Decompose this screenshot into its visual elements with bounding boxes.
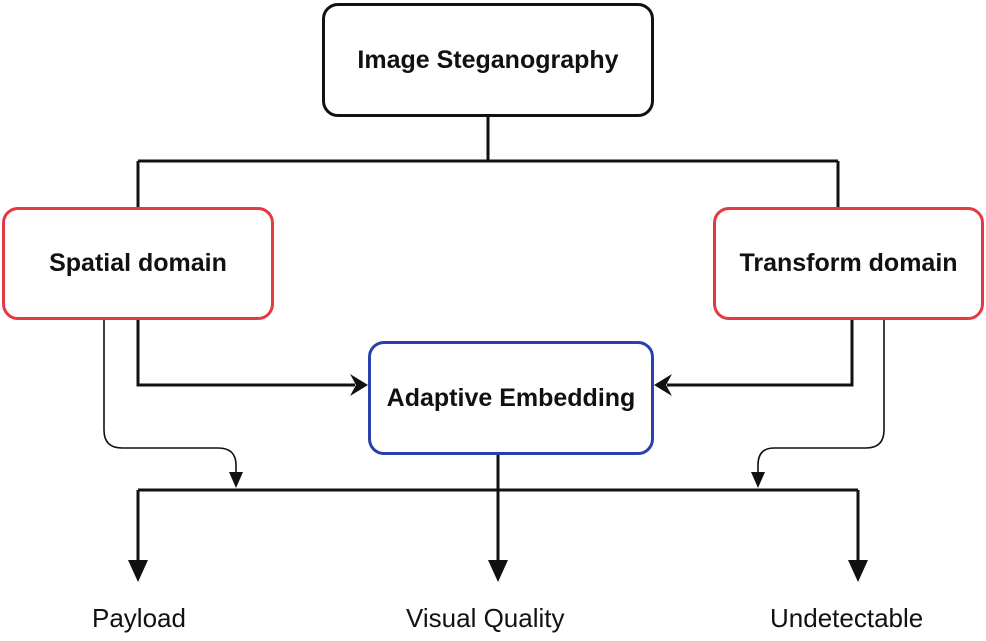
adaptive-embedding-label: Adaptive Embedding: [386, 383, 636, 412]
adaptive-embedding-node: Adaptive Embedding: [368, 341, 654, 455]
root-node: Image Steganography: [322, 3, 654, 117]
transform-domain-label: Transform domain: [739, 249, 958, 277]
spatial-domain-node: Spatial domain: [2, 207, 274, 320]
spatial-domain-label: Spatial domain: [49, 249, 227, 277]
arrow-to-undetectable: [848, 560, 868, 582]
arrow-transform-curve: [751, 472, 765, 488]
arrow-to-payload: [128, 560, 148, 582]
arrow-spatial-curve: [229, 472, 243, 488]
payload-label: Payload: [92, 603, 186, 633]
spatial-to-adaptive-line: [136, 320, 355, 387]
arrow-to-visual-quality: [488, 560, 508, 582]
arrow-into-adaptive-left: [350, 374, 368, 396]
transform-curve-connector: [757, 320, 885, 474]
transform-to-adaptive-line: [667, 320, 854, 387]
undetectable-label: Undetectable: [770, 603, 924, 633]
spatial-curve-connector: [103, 320, 237, 474]
arrow-into-adaptive-right: [654, 374, 672, 396]
transform-domain-node: Transform domain: [713, 207, 984, 320]
root-label: Image Steganography: [357, 45, 619, 74]
visual-quality-label: Visual Quality: [406, 603, 565, 633]
